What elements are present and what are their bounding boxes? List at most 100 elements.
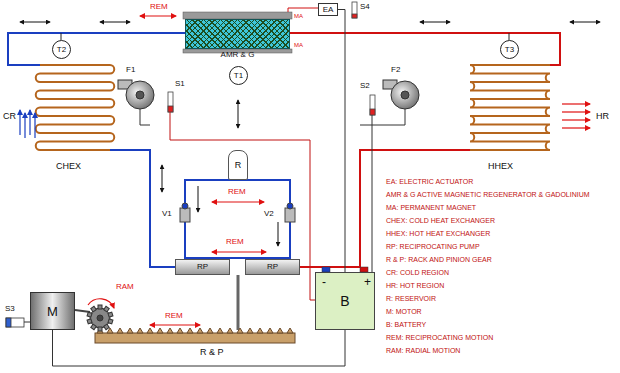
legend-text: M: MOTOR: [386, 308, 422, 315]
node-text: +: [364, 276, 371, 288]
hot-air-arrows-part: [562, 111, 590, 112]
legend-text: RAM: RADIAL MOTION: [386, 347, 460, 354]
legend-text: R & P: RACK AND PINION GEAR: [386, 256, 492, 263]
gear-tooth: [98, 305, 102, 309]
node-text: EA: [323, 6, 334, 14]
motor-shaft: [75, 310, 90, 312]
thermocouple-circle: T1: [229, 66, 248, 85]
rack-label: R & P: [200, 348, 224, 357]
magnet-label: MA: [294, 13, 303, 19]
valves-part: [180, 208, 190, 222]
rack-tooth: [177, 328, 183, 333]
rack-tooth: [257, 328, 263, 333]
node-text: RP: [267, 263, 278, 271]
hot-air-arrows-part: [562, 103, 590, 104]
legend-text: B: BATTERY: [386, 321, 426, 328]
hot-air-arrows: [562, 104, 590, 128]
flow-arrows-part: [100, 22, 130, 23]
region-label: CR: [3, 112, 16, 121]
temperature-probes: [168, 2, 375, 115]
magnets-part: [183, 12, 292, 19]
cold-air-arrows-part: [24, 113, 25, 138]
gear-hub: [97, 315, 103, 321]
rack-part: [95, 333, 295, 343]
node-text: T1: [234, 72, 243, 80]
gear-tooth: [108, 312, 113, 317]
flow-arrows-part: [162, 165, 163, 192]
cold-air-arrows-part: [29, 110, 30, 135]
gear-tooth: [108, 319, 113, 324]
node-text: T3: [505, 46, 514, 54]
valve-label: V2: [264, 210, 274, 218]
gear-tooth: [91, 324, 97, 330]
motion-arrows-part: [140, 15, 176, 16]
rack-tooth: [187, 328, 193, 333]
wires-part: [360, 109, 405, 125]
fan-label: F1: [126, 66, 135, 74]
rack-tooth: [227, 328, 233, 333]
rack-tooth: [117, 328, 123, 333]
legend-text: MA: PERMANENT MAGNET: [386, 204, 476, 211]
motion-label: REM: [228, 188, 246, 196]
node-text: M: [47, 305, 58, 318]
legend-text: HR: HOT REGION: [386, 282, 444, 289]
rack-tooth: [167, 328, 173, 333]
region-label: HR: [596, 112, 609, 121]
motion-arrows-part: [212, 201, 264, 202]
rack-tooth: [157, 328, 163, 333]
hot-air-arrows-part: [562, 119, 590, 120]
battery-switch-part: [6, 318, 24, 327]
valves-part: [285, 208, 295, 222]
node-text: -: [322, 276, 326, 288]
motion-label: REM: [150, 3, 168, 11]
rack-tooth: [267, 328, 273, 333]
hot-pipe-part: [290, 33, 560, 65]
cold-coil: [36, 65, 115, 150]
motion-arrows-part: [212, 251, 266, 252]
gear-tooth: [87, 319, 92, 324]
legend-text: R: RESERVOIR: [386, 295, 436, 302]
rack-tooth: [127, 328, 133, 333]
motor-box: M: [30, 292, 75, 330]
temperature-probes-part: [352, 2, 357, 18]
motion-arrows: [88, 16, 266, 325]
flow-arrows-part: [420, 22, 450, 23]
cold-air-arrows: [20, 110, 35, 138]
rack: [95, 328, 295, 343]
node-text: T2: [57, 46, 66, 54]
fans: [118, 80, 419, 109]
rack-tooth: [217, 328, 223, 333]
regenerator-box: AMR & G: [185, 19, 290, 49]
legend-text: CR: COLD REGION: [386, 269, 449, 276]
rack-tooth: [277, 328, 283, 333]
thermocouple-circle: T3: [500, 40, 519, 59]
thermocouple-circle: T2: [52, 40, 71, 59]
rack-tooth: [247, 328, 253, 333]
gear-tooth: [98, 327, 102, 331]
battery-switch: [6, 318, 24, 327]
rack-tooth: [97, 328, 103, 333]
node-text: AMR & G: [221, 51, 255, 59]
exchanger-label: CHEX: [56, 162, 81, 171]
sensor-label: S2: [360, 82, 370, 90]
wire-connector: [53, 330, 346, 366]
magnet-label: MA: [294, 42, 303, 48]
pump-box: RP: [175, 259, 230, 275]
valves: [180, 203, 295, 222]
legend-text: AMR & G ACTIVE MAGNETIC REGENERATOR & GA…: [386, 191, 590, 198]
flow-arrows-part: [20, 22, 50, 23]
gear-tooth: [87, 312, 92, 317]
cold-pipe-part: [185, 180, 290, 258]
flow-arrows-part: [278, 222, 279, 246]
legend-text: RP: RECIPROCATING PUMP: [386, 243, 480, 250]
motion-label: RAM: [116, 283, 134, 291]
fans-part: [126, 81, 154, 109]
battery-switch-part: [6, 318, 11, 327]
temperature-probes-part: [370, 95, 375, 115]
switch-label: S3: [5, 305, 15, 313]
valves-part: [182, 203, 188, 209]
